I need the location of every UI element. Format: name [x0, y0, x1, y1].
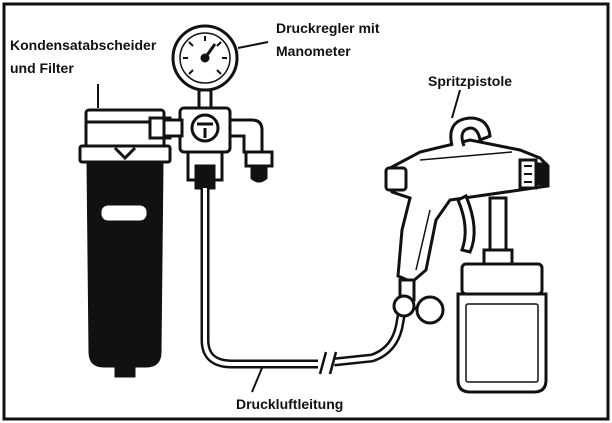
label-regulator-line2: Manometer: [276, 43, 351, 59]
paint-cup: [456, 262, 548, 394]
filter-unit: [78, 108, 172, 378]
label-regulator-line1: Druckregler mit: [276, 20, 380, 36]
label-air-hose: Druckluftleitung: [236, 396, 343, 412]
air-hose: [200, 188, 409, 375]
inlet-gauge: [392, 294, 445, 325]
leader-lines: [97, 41, 461, 393]
label-filter-line2: und Filter: [10, 60, 74, 76]
label-filter-line1: Kondensatabscheider: [10, 37, 157, 53]
label-spray-gun: Spritzpistole: [428, 73, 512, 89]
pressure-regulator: [162, 24, 274, 190]
spray-gun: [384, 116, 550, 302]
